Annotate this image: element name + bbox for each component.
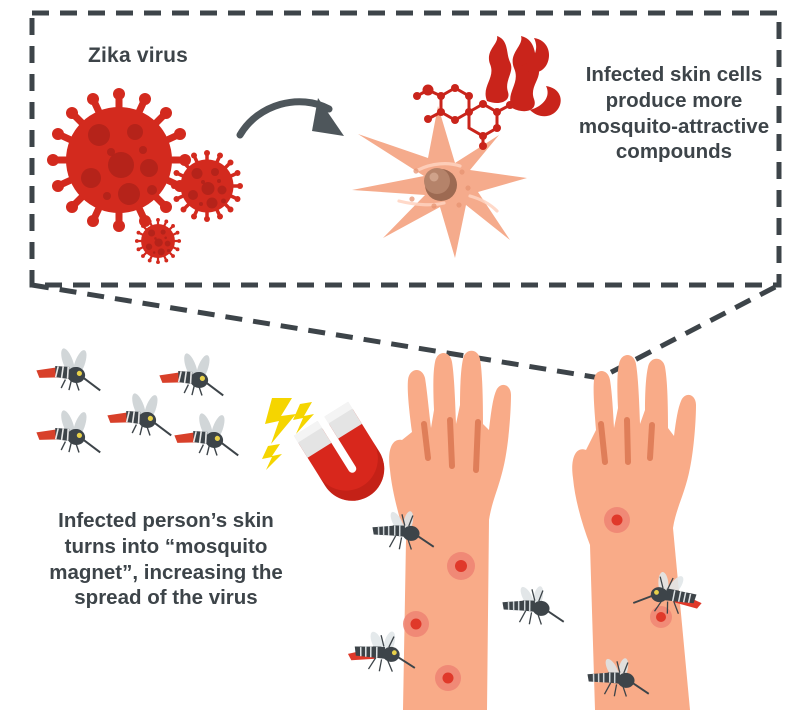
flying-mosquito-icon bbox=[33, 341, 107, 396]
mosquito-bite-icon bbox=[650, 606, 672, 628]
mosquito-bite-icon bbox=[447, 552, 475, 580]
flying-mosquito-icon bbox=[33, 403, 107, 458]
chemical-compound-icon bbox=[413, 84, 514, 150]
scene-caption-text: Infected person’s skin turns into “mosqu… bbox=[49, 509, 283, 610]
mosquito-swarm bbox=[33, 341, 245, 461]
zika-virus-label: Zika virus bbox=[88, 44, 189, 67]
flying-mosquito-icon bbox=[171, 406, 245, 461]
vapor-plume-icon bbox=[485, 36, 561, 117]
skin-cell-icon bbox=[352, 106, 527, 258]
mosquito-bite-icon bbox=[604, 507, 630, 533]
flying-mosquito-icon bbox=[104, 386, 178, 441]
lightning-spark-icon bbox=[262, 398, 314, 470]
landed-mosquito-icon bbox=[499, 581, 569, 629]
inset-caption-text: Infected skin cells produce more mosquit… bbox=[578, 63, 770, 164]
flying-mosquito-icon bbox=[156, 346, 230, 401]
curved-arrow-icon bbox=[236, 98, 344, 139]
right-hand-icon bbox=[572, 355, 696, 710]
horseshoe-magnet-icon bbox=[293, 401, 385, 501]
mosquito-bite-icon bbox=[435, 665, 461, 691]
left-hand-icon bbox=[389, 350, 511, 710]
callout-box-border bbox=[29, 10, 782, 288]
mosquito-bite-icon bbox=[403, 611, 429, 637]
